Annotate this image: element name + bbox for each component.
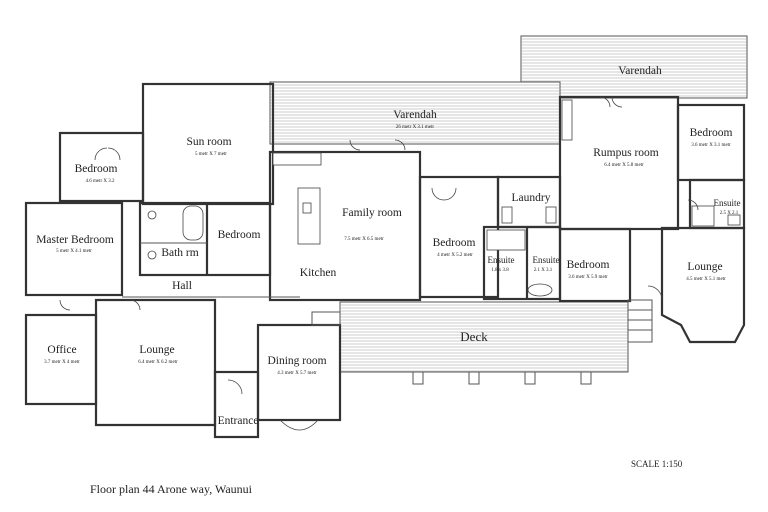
dims-bedroom-ne: 3.6 metr X 3.1 metr (691, 143, 731, 148)
label-ensuite-a: Ensuite (488, 255, 515, 265)
plan-caption: Floor plan 44 Arone way, Waunui (90, 482, 253, 496)
label-bedroom-se: Bedroom (567, 259, 610, 271)
dims-family-room: 7.5 metr X 6.5 metr (344, 237, 384, 242)
label-varendah-main: Varendah (393, 109, 437, 121)
dims-varendah-main: 26 metr X 3.1 metr (396, 125, 435, 130)
label-laundry: Laundry (512, 192, 551, 204)
dims-dining-room: 4.3 metr X 5.7 metr (277, 371, 317, 376)
dims-ensuite-b: 2.1 X 3.1 (534, 268, 553, 273)
dims-sun-room: 5 metr X 7 metr (195, 152, 227, 157)
label-bathrm: Bath rm (161, 247, 198, 259)
label-kitchen: Kitchen (300, 267, 337, 279)
label-office: Office (47, 344, 76, 356)
label-bedroom-center: Bedroom (433, 237, 476, 249)
scale-label: SCALE 1:150 (631, 459, 683, 469)
label-hall: Hall (172, 280, 192, 292)
dims-office: 3.7 metr X 4 metr (44, 360, 80, 365)
fixtures (59, 96, 741, 431)
label-bedroom-nw: Bedroom (75, 163, 118, 175)
label-lounge-west: Lounge (139, 344, 174, 356)
label-entrance: Entrance (218, 415, 259, 427)
label-bedroom-mid: Bedroom (218, 229, 261, 241)
label-master-bedroom: Master Bedroom (36, 234, 114, 246)
dims-ensuite-a: 1.8 x 3.8 (491, 268, 509, 273)
label-deck: Deck (460, 329, 488, 344)
label-family-room: Family room (342, 207, 402, 219)
dims-ensuite-e: 2.5 X 2.1 (720, 211, 739, 216)
dims-lounge-west: 6.4 metr X 6.2 metr (138, 360, 178, 365)
label-dining-room: Dining room (267, 355, 326, 367)
walls (24, 82, 746, 439)
label-varendah-right: Varendah (618, 65, 662, 77)
deck-area (339, 301, 629, 385)
varendah-main-area (269, 81, 561, 145)
dims-rumpus-room: 6.4 metr X 5.8 metr (604, 163, 644, 168)
dims-lounge-east: 4.5 metr X 5.1 metr (686, 277, 726, 282)
dims-bedroom-nw: 4.6 metr X 3.2 (85, 179, 115, 184)
dims-bedroom-se: 3.6 metr X 5.9 metr (568, 275, 608, 280)
label-ensuite-e: Ensuite (714, 198, 741, 208)
dims-bedroom-center: 4 metr X 5.2 metr (437, 253, 473, 258)
label-bedroom-ne: Bedroom (690, 127, 733, 139)
label-rumpus-room: Rumpus room (593, 147, 659, 159)
dims-master-bedroom: 5 metr X 4.1 metr (56, 249, 92, 254)
room-labels: Varendah Varendah 26 metr X 3.1 metr Sun… (36, 65, 740, 427)
label-ensuite-b: Ensuite (533, 255, 560, 265)
label-lounge-east: Lounge (687, 261, 722, 273)
label-sun-room: Sun room (186, 136, 231, 148)
